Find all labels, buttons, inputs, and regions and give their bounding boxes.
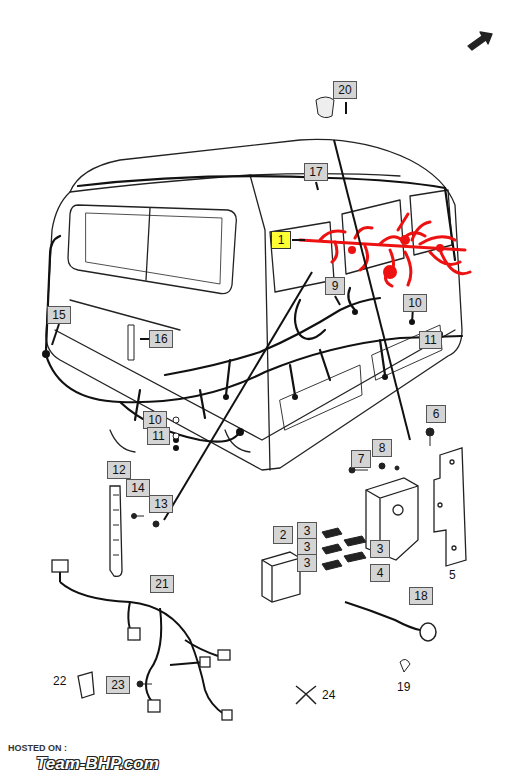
callout-box: 16	[149, 330, 173, 348]
callout-number: 24	[322, 688, 335, 703]
callout-number: 7	[358, 452, 365, 466]
watermark: Team-BHP.com	[36, 754, 159, 774]
callout-number: 10	[408, 296, 421, 310]
callout-number: 3	[304, 524, 311, 538]
callout-box: 6	[426, 405, 446, 423]
callout-number: 5	[449, 568, 456, 583]
callout-number: 19	[397, 680, 410, 695]
callout-box: 20	[333, 81, 357, 99]
callout-number: 11	[424, 333, 436, 347]
callout-box: 11	[147, 427, 170, 445]
callout-number: 17	[309, 165, 322, 179]
callout-number: 2	[280, 528, 287, 542]
callout-box: 15	[47, 306, 71, 324]
watermark: HOSTED ON :	[8, 742, 67, 754]
callout-box: 10	[403, 294, 427, 312]
highlighted-callout-box: 1	[271, 231, 291, 249]
callout-number: 13	[154, 497, 167, 511]
callout-box: 4	[370, 564, 390, 582]
callout-number: 3	[304, 556, 311, 570]
callout-number: 20	[338, 83, 351, 97]
callout-box: 2	[273, 526, 293, 544]
callout-box: 3	[297, 554, 317, 572]
callout-number: 12	[112, 463, 125, 477]
callout-box: 3	[370, 540, 390, 558]
callout-number: 16	[154, 332, 167, 346]
callout-number: 8	[379, 441, 386, 455]
callout-number: 1	[278, 233, 285, 247]
callout-number: 10	[148, 413, 161, 427]
callout-box: 21	[150, 575, 174, 593]
callout-number: 22	[53, 674, 66, 689]
callout-box: 12	[107, 461, 131, 479]
callout-box: 9	[325, 277, 345, 295]
callout-number: 23	[111, 678, 124, 692]
callout-box: 13	[149, 495, 173, 513]
callout-number: 4	[377, 566, 384, 580]
callout-number: 18	[414, 589, 427, 603]
callout-box: 18	[409, 587, 433, 605]
callout-box: 14	[126, 479, 150, 497]
callout-box: 17	[304, 163, 328, 181]
callout-number: 15	[52, 308, 65, 322]
callout-box: 11	[419, 331, 442, 349]
callout-number: 9	[332, 279, 339, 293]
callout-number: 14	[131, 481, 144, 495]
callout-number: 11	[152, 429, 164, 443]
callout-box: 8	[372, 439, 392, 457]
callout-number: 21	[155, 577, 168, 591]
callout-number: 3	[304, 540, 311, 554]
callout-number: 6	[433, 407, 440, 421]
callout-number: 3	[377, 542, 384, 556]
callout-box: 7	[351, 450, 371, 468]
callout-box: 23	[106, 676, 130, 694]
